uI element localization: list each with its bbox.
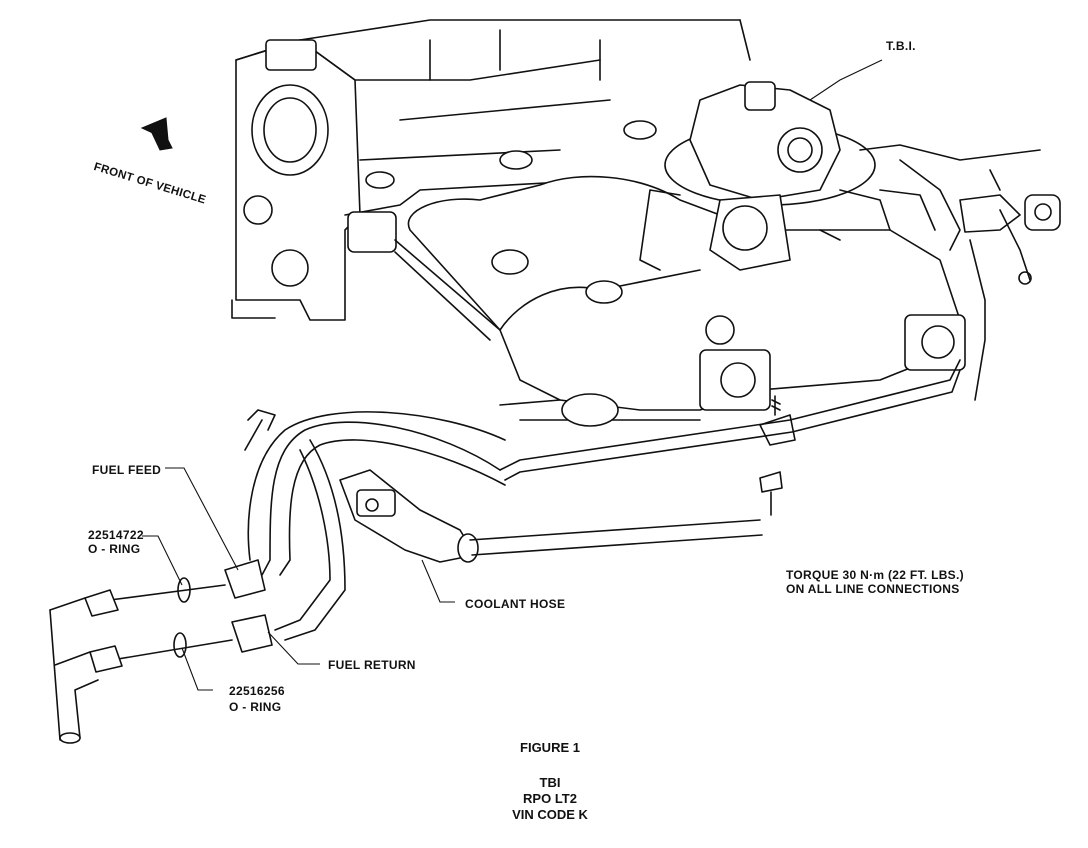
tbi-label: T.B.I. — [886, 39, 916, 53]
oring1-part-label: 22514722 — [88, 528, 144, 542]
caption-line3: VIN CODE K — [512, 807, 588, 822]
hoses — [244, 409, 506, 641]
oring1-name-label: O - RING — [88, 542, 141, 556]
intake-manifold — [347, 175, 966, 427]
fuel-feed-label: FUEL FEED — [92, 463, 162, 477]
engine-block — [231, 19, 751, 321]
fuel-return-label: FUEL RETURN — [328, 658, 416, 672]
torque-label-line1: TORQUE 30 N·m (22 FT. LBS.) — [786, 568, 964, 582]
oring2-name-label: O - RING — [229, 700, 282, 714]
figure-caption: FIGURE 1 — [520, 740, 580, 755]
leader-lines — [142, 59, 883, 691]
right-bracket — [859, 144, 1061, 401]
fittings — [49, 559, 273, 744]
coolant-hose-label: COOLANT HOSE — [465, 597, 566, 611]
oring2-part-label: 22516256 — [229, 684, 285, 698]
torque-label-line2: ON ALL LINE CONNECTIONS — [786, 582, 960, 596]
caption-line1: TBI — [539, 775, 561, 790]
arrow-icon — [140, 117, 173, 151]
caption-line2: RPO LT2 — [523, 791, 577, 806]
coolant-hose — [339, 469, 763, 563]
fuel-lines — [499, 359, 961, 516]
tbi-unit — [639, 81, 891, 271]
